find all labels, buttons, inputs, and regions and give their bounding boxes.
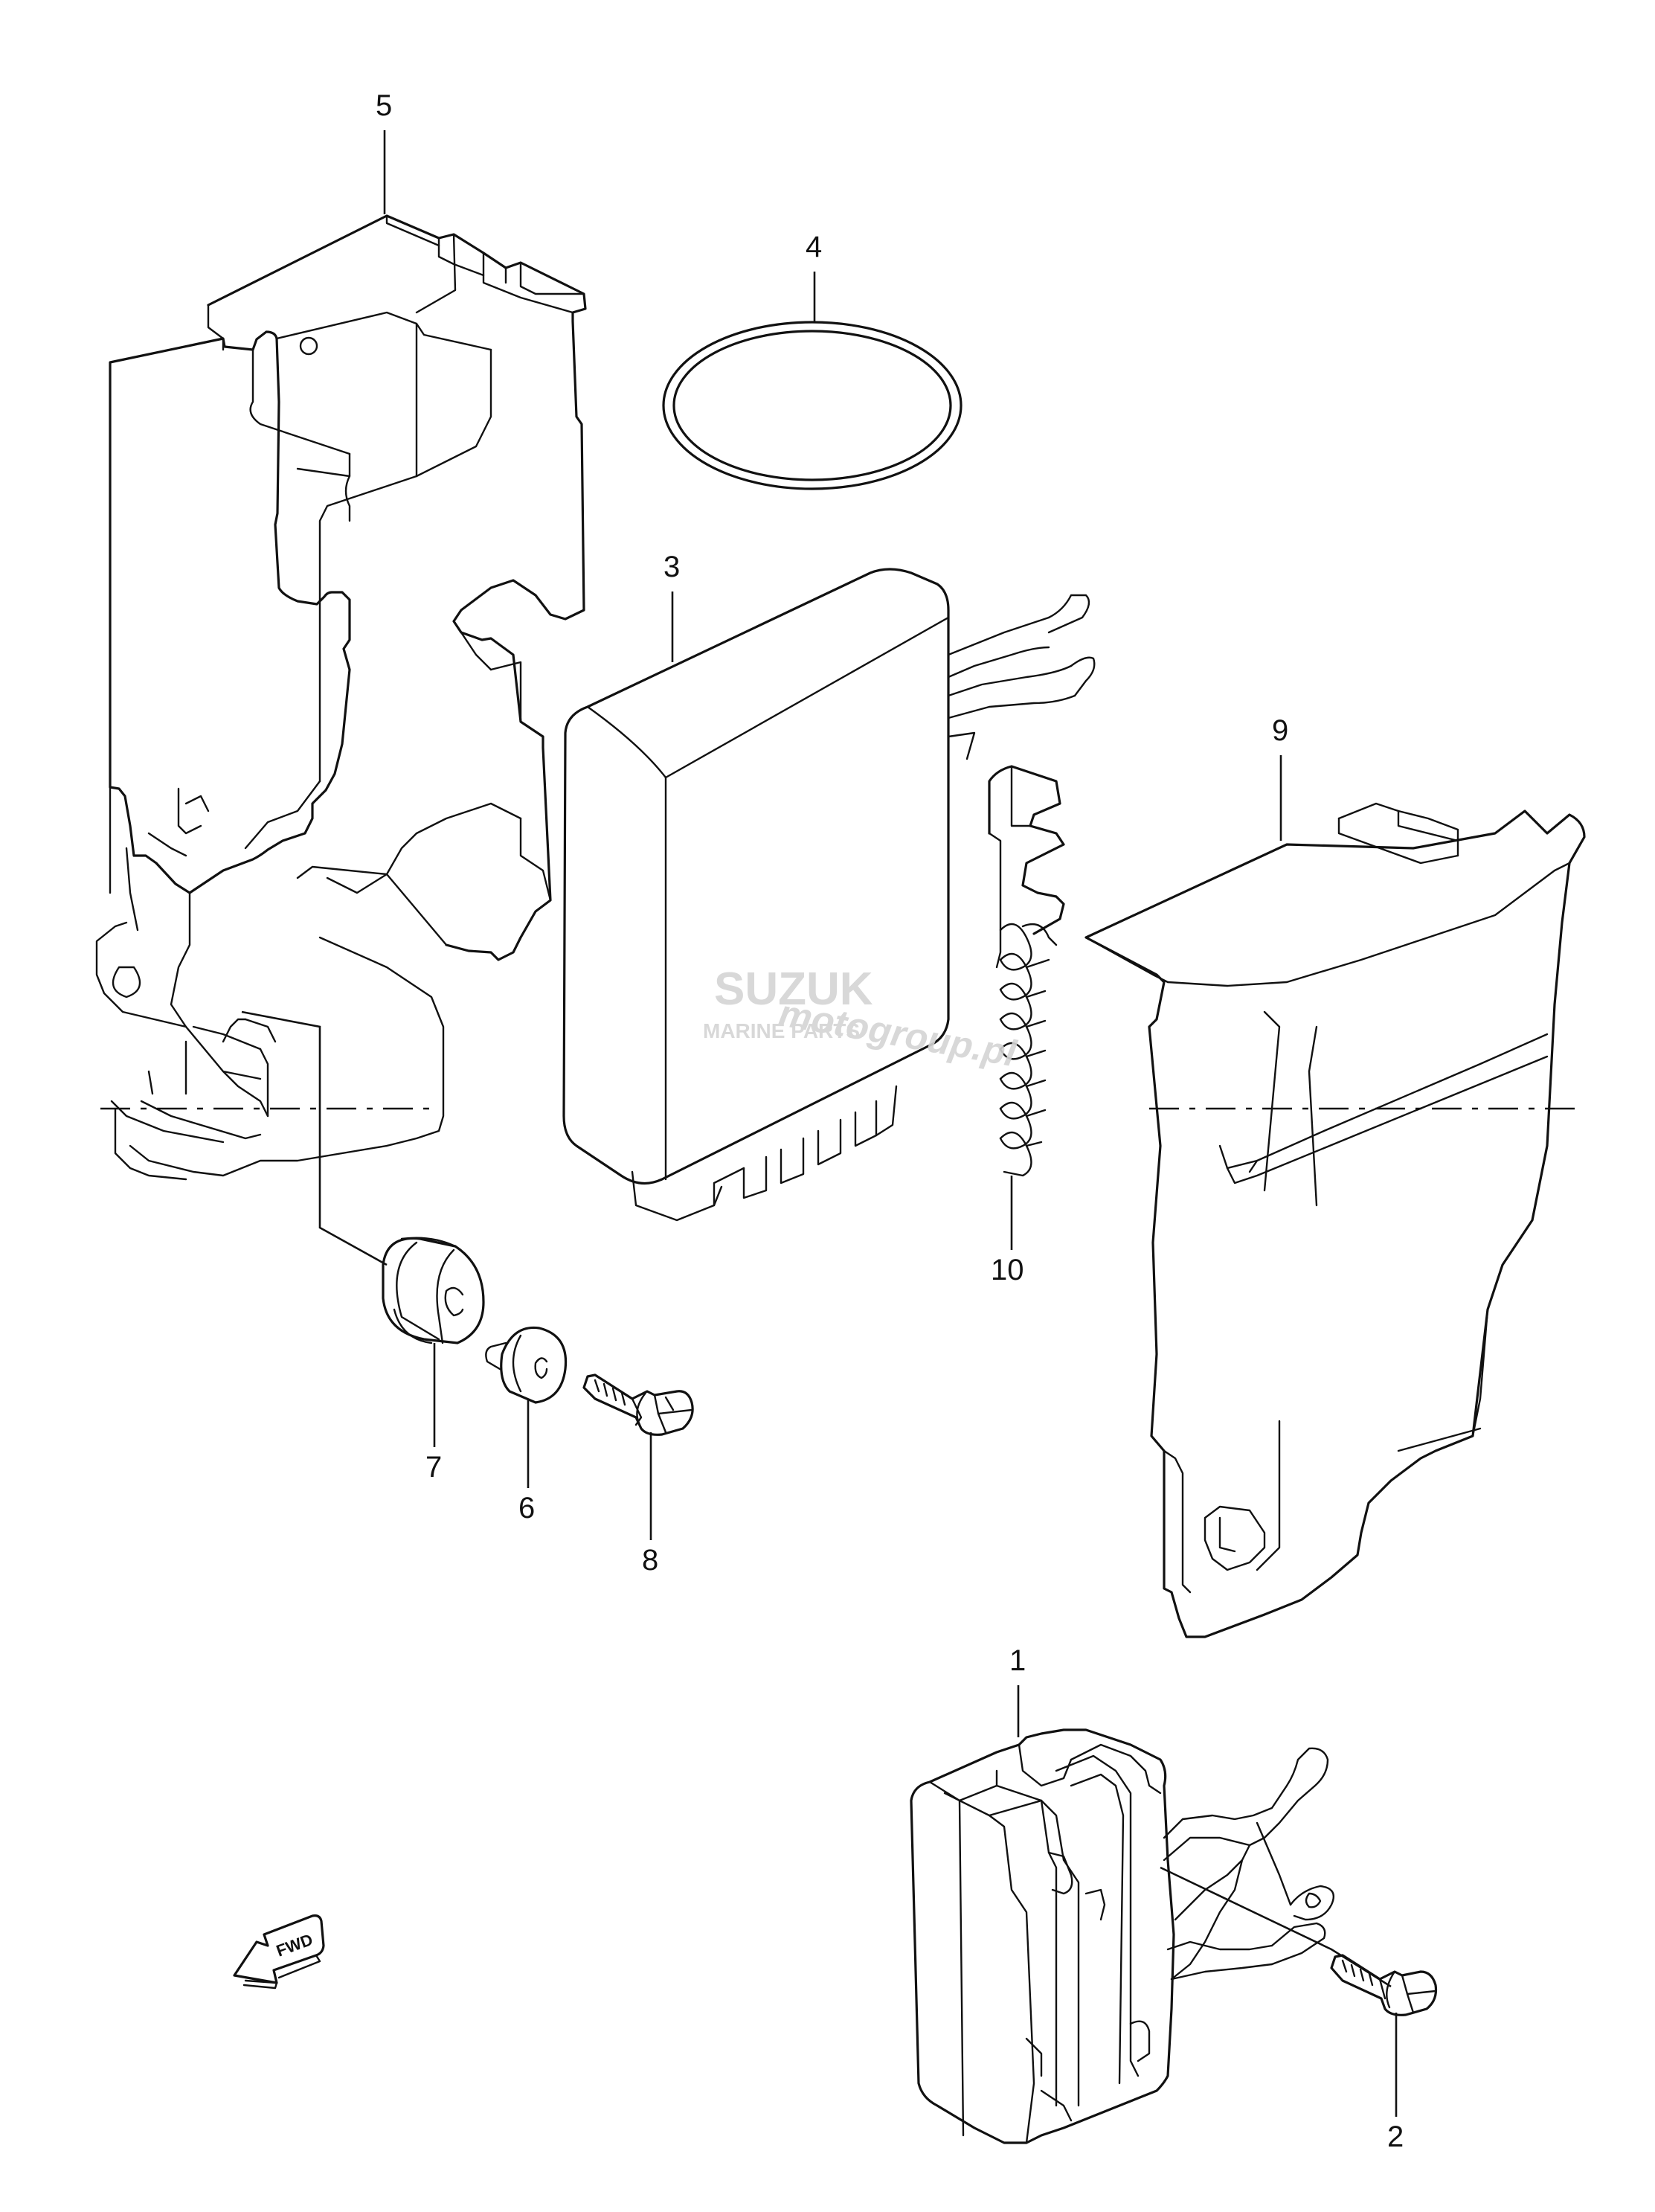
watermark: SUZUK MARINE PARTS motogroup.pl: [703, 964, 1020, 1074]
part-10-wire-clamp[interactable]: [988, 765, 1065, 1177]
fwd-arrow-icon: FWD: [233, 1914, 325, 1990]
part-3-control-unit[interactable]: [562, 568, 1096, 1222]
leader-7-bracket: [241, 1010, 388, 1266]
part-7-grommet[interactable]: [382, 1237, 485, 1344]
part-4-o-ring[interactable]: [662, 321, 963, 490]
callout-3[interactable]: 3: [663, 551, 680, 583]
watermark-line-2: MARINE PARTS: [703, 1019, 860, 1042]
part-5-bracket[interactable]: [95, 214, 587, 1181]
part-8-bolt[interactable]: [582, 1373, 694, 1436]
callout-9[interactable]: 9: [1272, 714, 1288, 747]
watermark-line-1: SUZUK: [714, 964, 873, 1015]
callout-7[interactable]: 7: [425, 1451, 442, 1484]
callout-6[interactable]: 6: [518, 1492, 535, 1525]
part-6-collar[interactable]: [485, 1326, 568, 1404]
callout-1[interactable]: 1: [1009, 1644, 1026, 1677]
part-1-rectifier[interactable]: [910, 1728, 1335, 2144]
callout-2[interactable]: 2: [1387, 2120, 1404, 2153]
part-9-cover[interactable]: [1084, 802, 1586, 1638]
part-2-bolt[interactable]: [1330, 1954, 1438, 2016]
callout-5[interactable]: 5: [376, 89, 392, 122]
leader-2-rectifier: [1160, 1866, 1392, 1988]
callout-8[interactable]: 8: [642, 1544, 658, 1577]
fwd-label: FWD: [274, 1930, 315, 1961]
callout-10[interactable]: 10: [991, 1254, 1024, 1286]
callout-4[interactable]: 4: [806, 231, 822, 263]
